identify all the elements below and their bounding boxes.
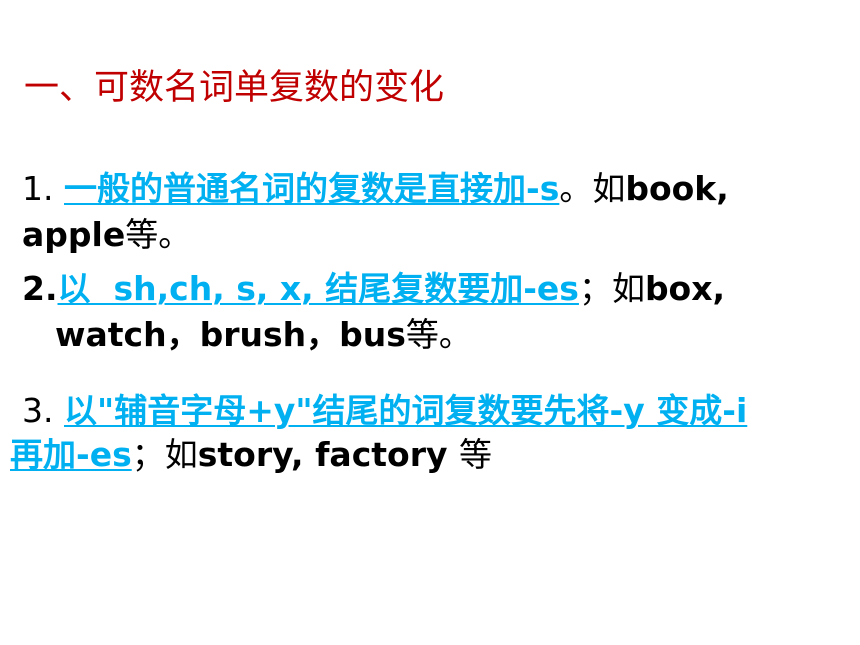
rule-1-line-2: apple等。 xyxy=(22,212,191,258)
rule-3-number: 3. xyxy=(22,391,54,430)
rule-2-after-link: ；如 xyxy=(578,269,645,308)
slide-title: 一、可数名词单复数的变化 xyxy=(24,68,445,108)
rule-2-examples-2: watch，brush，bus xyxy=(55,315,406,354)
rule-2-line-1: 2.以 sh,ch, s, x, 结尾复数要加-es；如box, xyxy=(22,266,725,312)
rule-2-examples-1: box, xyxy=(644,269,726,308)
rule-1-number: 1. xyxy=(22,169,54,208)
rule-3-line-1: 3. 以"辅音字母+y"结尾的词复数要先将-y 变成-i xyxy=(22,388,747,434)
rule-2-number: 2. xyxy=(22,269,58,308)
rule-1-line-1: 1. 一般的普通名词的复数是直接加-s。如book, xyxy=(22,166,729,212)
rule-3-link-1[interactable]: 以"辅音字母+y"结尾的词复数要先将-y 变成-i xyxy=(64,391,748,430)
rule-3-examples: story, factory xyxy=(197,435,459,474)
rule-2-line-2: watch，brush，bus等。 xyxy=(55,312,472,358)
rule-3-link-2[interactable]: 再加-es xyxy=(10,435,132,474)
rule-1-after-link: 。如 xyxy=(559,169,626,208)
rule-2-link[interactable]: 以 sh,ch, s, x, 结尾复数要加-es xyxy=(57,269,579,308)
rule-3-after-link: ；如 xyxy=(131,435,198,474)
rule-1-link[interactable]: 一般的普通名词的复数是直接加-s xyxy=(64,169,560,208)
rule-3-line-2: 再加-es；如story, factory 等 xyxy=(10,432,492,478)
rule-1-examples-1: book, xyxy=(625,169,729,208)
rule-1-examples-2: apple xyxy=(22,215,126,254)
rule-2-suffix: 等。 xyxy=(405,315,472,354)
rule-3-suffix: 等 xyxy=(458,435,492,474)
rule-1-suffix: 等。 xyxy=(125,215,192,254)
